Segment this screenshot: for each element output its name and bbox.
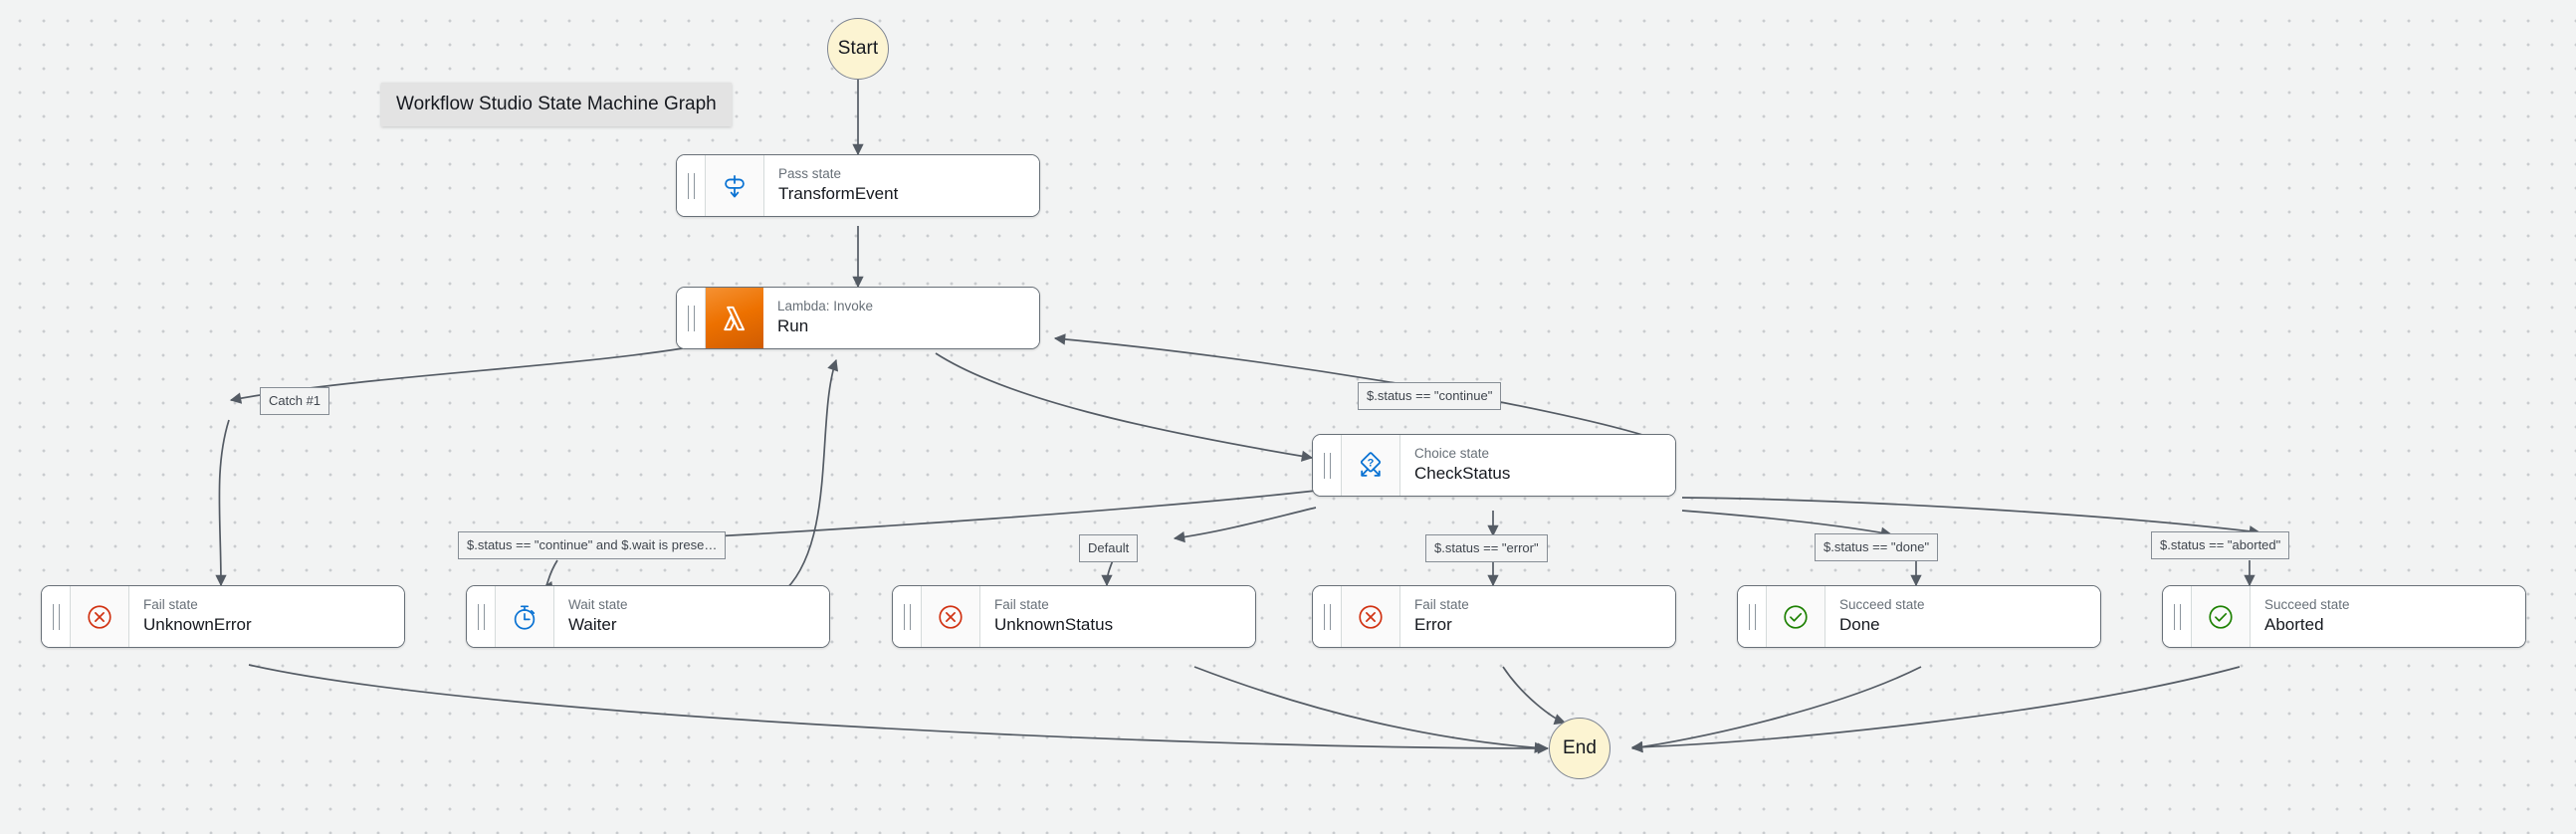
node-name: CheckStatus bbox=[1414, 463, 1511, 483]
edge-label-continue-wait[interactable]: $.status == "continue" and $.wait is pre… bbox=[458, 531, 727, 559]
succeed-state-icon bbox=[1767, 586, 1825, 647]
drag-handle[interactable] bbox=[677, 155, 706, 216]
drag-handle[interactable] bbox=[1313, 435, 1342, 496]
node-name: Run bbox=[777, 315, 809, 335]
node-name: Aborted bbox=[2264, 614, 2324, 634]
node-transformevent[interactable]: Pass state TransformEvent bbox=[676, 154, 1040, 217]
node-name: UnknownError bbox=[143, 614, 252, 634]
edge-label-status-aborted[interactable]: $.status == "aborted" bbox=[2151, 531, 2290, 559]
edge-checkstatus-to-abortedlabel bbox=[1681, 497, 2261, 537]
node-labels: Fail state UnknownStatus bbox=[980, 586, 1255, 647]
edge-checkstatus-to-defaultlabel bbox=[1173, 507, 1317, 543]
node-done[interactable]: Succeed state Done bbox=[1737, 585, 2101, 648]
choice-state-icon: ? bbox=[1342, 435, 1400, 496]
edge-unknownerror-to-end bbox=[248, 664, 1550, 754]
node-labels: Lambda: Invoke Run bbox=[763, 288, 1039, 348]
node-name: Waiter bbox=[568, 614, 617, 634]
edge-run-to-checkstatus bbox=[935, 352, 1314, 462]
start-node-label: Start bbox=[837, 38, 879, 59]
edge-label-status-error[interactable]: $.status == "error" bbox=[1425, 534, 1548, 562]
node-kind: Succeed state bbox=[1839, 597, 1925, 613]
node-kind: Pass state bbox=[778, 166, 842, 182]
drag-handle[interactable] bbox=[2163, 586, 2192, 647]
edge-checkstatus-to-waitlabel bbox=[635, 490, 1317, 546]
succeed-state-icon bbox=[2192, 586, 2251, 647]
node-error[interactable]: Fail state Error bbox=[1312, 585, 1676, 648]
node-kind: Succeed state bbox=[2264, 597, 2350, 613]
edge-default-to-unknownstatus bbox=[1101, 559, 1114, 587]
node-checkstatus[interactable]: ? Choice state CheckStatus bbox=[1312, 434, 1676, 497]
drag-handle[interactable] bbox=[467, 586, 496, 647]
node-labels: Fail state Error bbox=[1400, 586, 1675, 647]
node-name: Done bbox=[1839, 614, 1880, 634]
node-labels: Succeed state Done bbox=[1825, 586, 2100, 647]
node-run[interactable]: Lambda: Invoke Run bbox=[676, 287, 1040, 349]
drag-handle[interactable] bbox=[1738, 586, 1767, 647]
lambda-icon bbox=[706, 288, 763, 348]
end-node[interactable]: End bbox=[1549, 718, 1610, 779]
node-waiter[interactable]: Wait state Waiter bbox=[466, 585, 830, 648]
node-kind: Choice state bbox=[1414, 446, 1490, 462]
fail-state-icon bbox=[1342, 586, 1400, 647]
svg-text:?: ? bbox=[1368, 457, 1375, 469]
fail-state-icon bbox=[922, 586, 980, 647]
drag-handle[interactable] bbox=[1313, 586, 1342, 647]
node-name: UnknownStatus bbox=[994, 614, 1114, 634]
node-labels: Fail state UnknownError bbox=[129, 586, 404, 647]
node-labels: Wait state Waiter bbox=[554, 586, 829, 647]
node-kind: Fail state bbox=[994, 597, 1049, 613]
node-kind: Fail state bbox=[143, 597, 198, 613]
edge-label-status-done[interactable]: $.status == "done" bbox=[1815, 533, 1939, 561]
node-kind: Wait state bbox=[568, 597, 628, 613]
node-aborted[interactable]: Succeed state Aborted bbox=[2162, 585, 2526, 648]
edge-unknownstatus-to-end bbox=[1193, 666, 1547, 753]
edge-catch1-to-unknownerror bbox=[215, 419, 230, 587]
pass-state-icon bbox=[706, 155, 764, 216]
node-labels: Pass state TransformEvent bbox=[764, 155, 1039, 216]
edge-label-default[interactable]: Default bbox=[1079, 534, 1139, 562]
end-node-label: End bbox=[1562, 737, 1598, 758]
node-kind: Lambda: Invoke bbox=[777, 299, 874, 314]
drag-handle[interactable] bbox=[677, 288, 706, 348]
edge-checkstatus-to-donelabel bbox=[1681, 510, 1893, 538]
edge-label-catch-1[interactable]: Catch #1 bbox=[260, 387, 330, 415]
node-name: TransformEvent bbox=[778, 183, 899, 203]
edge-done-to-end bbox=[1630, 666, 1922, 753]
node-unknownerror[interactable]: Fail state UnknownError bbox=[41, 585, 405, 648]
edge-checkstatus-to-run bbox=[1053, 333, 1653, 439]
node-labels: Succeed state Aborted bbox=[2251, 586, 2525, 647]
start-node[interactable]: Start bbox=[827, 18, 889, 80]
drag-handle[interactable] bbox=[893, 586, 922, 647]
node-kind: Fail state bbox=[1414, 597, 1469, 613]
node-labels: Choice state CheckStatus bbox=[1400, 435, 1675, 496]
node-name: Error bbox=[1414, 614, 1452, 634]
edge-waitlabel-to-waiter bbox=[540, 559, 558, 593]
edge-error-to-end bbox=[1502, 666, 1567, 726]
node-unknownstatus[interactable]: Fail state UnknownStatus bbox=[892, 585, 1256, 648]
graph-title: Workflow Studio State Machine Graph bbox=[381, 83, 732, 126]
drag-handle[interactable] bbox=[42, 586, 71, 647]
edge-label-continue[interactable]: $.status == "continue" bbox=[1358, 382, 1502, 410]
edge-waiter-to-run bbox=[785, 358, 839, 590]
edge-aborted-to-end bbox=[1630, 666, 2241, 753]
wait-state-icon bbox=[496, 586, 554, 647]
fail-state-icon bbox=[71, 586, 129, 647]
